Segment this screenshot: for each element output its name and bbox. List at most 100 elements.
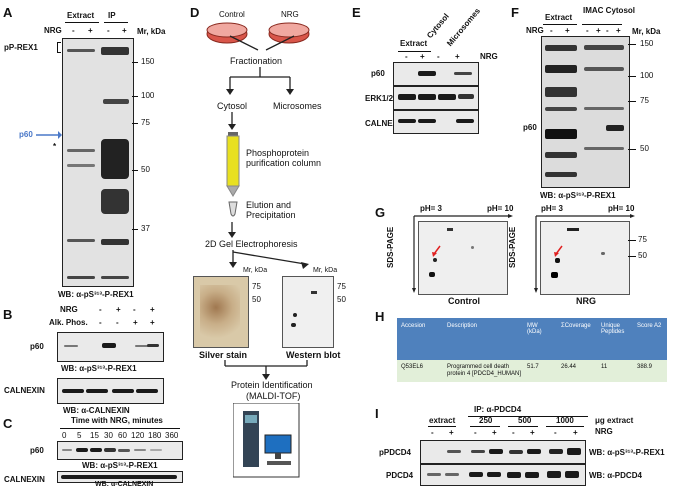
c-blot-p60 [57,441,183,460]
petri-dish-icon [206,22,310,44]
h-cell: 26.44 [561,364,577,370]
merge-arrows-icon [224,360,308,380]
a-mr-label: Mr, kDa [137,27,166,36]
f-mr-label: Mr, kDa [632,27,661,36]
e-blot-erk [393,86,479,110]
c-p60-label: p60 [30,446,44,455]
f-nrg-label: NRG [526,26,544,35]
b-sign: - [99,318,102,327]
d-m50b: 50 [337,295,346,304]
f-sign: + [565,26,570,35]
i-sign: - [431,428,434,437]
purification-column-icon [226,132,240,197]
e-nrg-label: NRG [480,52,498,61]
panel-label-e: E [352,5,361,20]
h-cell: 388.9 [637,364,653,370]
i-sign: + [449,428,454,437]
f-marker: 75 [640,96,649,105]
c-wb1: WB: α-pS³¹³-P-REX1 [82,461,158,470]
split-arrows-icon [229,250,309,269]
a-pprex1-label: pP-REX1 [4,43,38,52]
d-control: Control [219,10,245,19]
a-nrg-label: NRG [44,26,62,35]
h-header: ΣCoverage [561,323,591,329]
f-imac: IMAC Cytosol [583,6,635,15]
panel-label-g: G [375,205,386,220]
f-sign: + [616,26,621,35]
d-cytosol: Cytosol [217,101,248,111]
split-arrows-icon [226,67,294,95]
c-time: 120 [131,431,145,440]
g-ph-low2: pH= 3 [541,204,564,213]
i-amount-unit: μg extract [595,416,634,425]
g-axis-arrows-icon [534,214,635,293]
b-p60-label: p60 [30,342,44,351]
g-ph-high2: pH= 10 [608,204,635,213]
i-amount: 250 [479,416,493,425]
g-axis2: SDS-PAGE [508,226,517,268]
e-row-label: p60 [371,69,385,78]
panel-label-i: I [375,406,379,421]
a-sign: + [88,26,93,35]
b-sign: + [150,318,155,327]
f-extract: Extract [545,13,573,22]
f-blot [541,36,630,188]
a-sign: + [122,26,127,35]
b-nrg-label: NRG [60,305,78,314]
h-header: Unique Peptides [601,323,625,335]
panel-label-f: F [511,5,519,20]
p60-arrow-icon [36,131,62,139]
i-sign: + [492,428,497,437]
h-header: MW (kDa) [527,323,542,335]
i-blot-pdcd4 [420,464,586,486]
d-m50a: 50 [252,295,261,304]
d-fractionation: Fractionation [230,56,283,66]
a-marker: 37 [141,224,150,233]
c-calnexin-label: CALNEXIN [4,475,45,484]
h-header: Description [447,323,478,329]
b-blot-p60 [57,332,164,362]
maldi-instrument-icon [233,403,300,478]
red-arrow-icon [554,245,563,257]
i-row1-label: pPDCD4 [379,448,412,457]
i-nrg-label: NRG [595,427,613,436]
d-nrg: NRG [281,10,299,19]
h-table-header: Accesion Description MW (kDa) ΣCoverage … [397,318,667,360]
h-cell: Programmed cell death protein 4 [PDCD4_H… [447,364,522,377]
b-sign: + [133,318,138,327]
d-m75a: 75 [252,282,261,291]
a-p60-label: p60 [19,130,33,139]
d-column: Phosphoprotein purification column [246,148,322,169]
f-sign: - [586,26,589,35]
d-gel: 2D Gel Electrophoresis [205,239,298,249]
red-arrow-icon [432,245,441,257]
e-extract: Extract [400,39,428,48]
a-star: * [53,142,57,151]
g-marker: 50 [638,251,647,260]
f-sign: + [596,26,601,35]
a-marker: 150 [141,57,155,66]
e-sign: + [455,52,460,61]
c-time: 60 [118,431,127,440]
b-blot-calnexin [57,378,164,404]
panel-label-b: B [3,307,13,322]
f-marker: 150 [640,39,654,48]
b-wb1: WB: α-pS³¹³-P-REX1 [61,364,137,373]
i-sign: + [573,428,578,437]
g-nrg: NRG [576,296,596,306]
d-elution: Elution and Precipitation [246,200,296,221]
tube-icon [228,201,238,217]
d-microsomes: Microsomes [273,101,322,111]
g-marker: 75 [638,235,647,244]
g-axis: SDS-PAGE [386,226,395,268]
d-protid: Protein Identification [231,380,313,390]
c-title: Time with NRG, minutes [71,416,163,425]
down-arrow-icon [228,112,236,130]
a-wb: WB: α-pS³¹³-P-REX1 [58,290,134,299]
c-time: 360 [165,431,179,440]
e-microsomes: Microsomes [445,6,483,49]
i-row2-label: PDCD4 [386,471,414,480]
a-ip-header: IP [108,11,116,20]
i-wb1: WB: α-pS³¹³-P-REX1 [589,448,665,457]
b-sign: - [116,318,119,327]
